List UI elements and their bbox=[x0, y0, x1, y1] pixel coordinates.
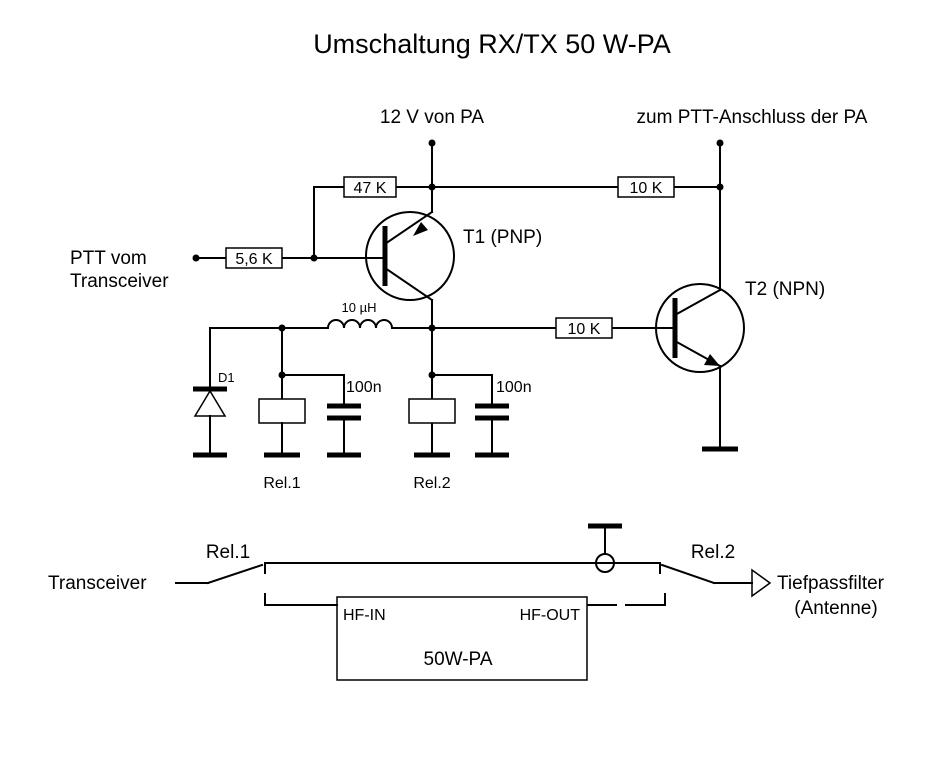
resistor-5k6-label: 5,6 K bbox=[235, 251, 273, 268]
resistor-10k-top: 10 K bbox=[617, 176, 675, 198]
capacitor-c1 bbox=[281, 374, 361, 458]
t2-label: T2 (NPN) bbox=[745, 279, 825, 300]
transistor-t1 bbox=[365, 210, 455, 302]
rf-path bbox=[175, 523, 753, 606]
diagram-title: Umschaltung RX/TX 50 W-PA bbox=[313, 29, 671, 59]
inductor-label: 10 µH bbox=[342, 300, 377, 315]
c2-label: 100n bbox=[496, 379, 532, 396]
ptt-out-line bbox=[716, 139, 724, 291]
hf-in-label: HF-IN bbox=[343, 607, 386, 624]
ptt-in-label-line2: Transceiver bbox=[70, 271, 169, 292]
t1-label: T1 (PNP) bbox=[463, 227, 542, 248]
resistor-47k-label: 47 K bbox=[354, 180, 387, 197]
filter-label-line1: Tiefpassfilter bbox=[777, 573, 885, 594]
hf-out-label: HF-OUT bbox=[520, 607, 581, 624]
rel1-coil-label: Rel.1 bbox=[263, 475, 300, 492]
relay-1-coil bbox=[258, 327, 306, 458]
supply-rail bbox=[313, 139, 721, 259]
capacitor-c2 bbox=[431, 374, 509, 458]
rel2-coil-label: Rel.2 bbox=[413, 475, 450, 492]
rel2-switch-label: Rel.2 bbox=[691, 542, 735, 563]
pa-label: 50W-PA bbox=[424, 649, 493, 670]
filter-label-line2: (Antenne) bbox=[794, 598, 877, 619]
c1-label: 100n bbox=[346, 379, 382, 396]
pa-block bbox=[264, 596, 588, 681]
resistor-5k6: 5,6 K bbox=[225, 247, 283, 269]
resistor-10k-mid-label: 10 K bbox=[568, 321, 601, 338]
resistor-47k: 47 K bbox=[343, 176, 397, 198]
d1-label: D1 bbox=[218, 370, 235, 385]
ptt-out-label: zum PTT-Anschluss der PA bbox=[637, 107, 868, 128]
diode-d1 bbox=[193, 327, 227, 458]
transistor-t2 bbox=[655, 283, 745, 452]
relay-2-coil bbox=[408, 371, 456, 458]
ptt-in-label-line1: PTT vom bbox=[70, 248, 147, 269]
ptt-in-line bbox=[192, 254, 386, 262]
rel1-switch-label: Rel.1 bbox=[206, 542, 250, 563]
inductor-10uh bbox=[209, 319, 433, 332]
resistor-10k-top-label: 10 K bbox=[630, 180, 663, 197]
transceiver-label: Transceiver bbox=[48, 573, 147, 594]
supply-label: 12 V von PA bbox=[380, 107, 485, 128]
filter-arrow-icon bbox=[751, 568, 772, 598]
resistor-10k-mid: 10 K bbox=[555, 317, 613, 339]
